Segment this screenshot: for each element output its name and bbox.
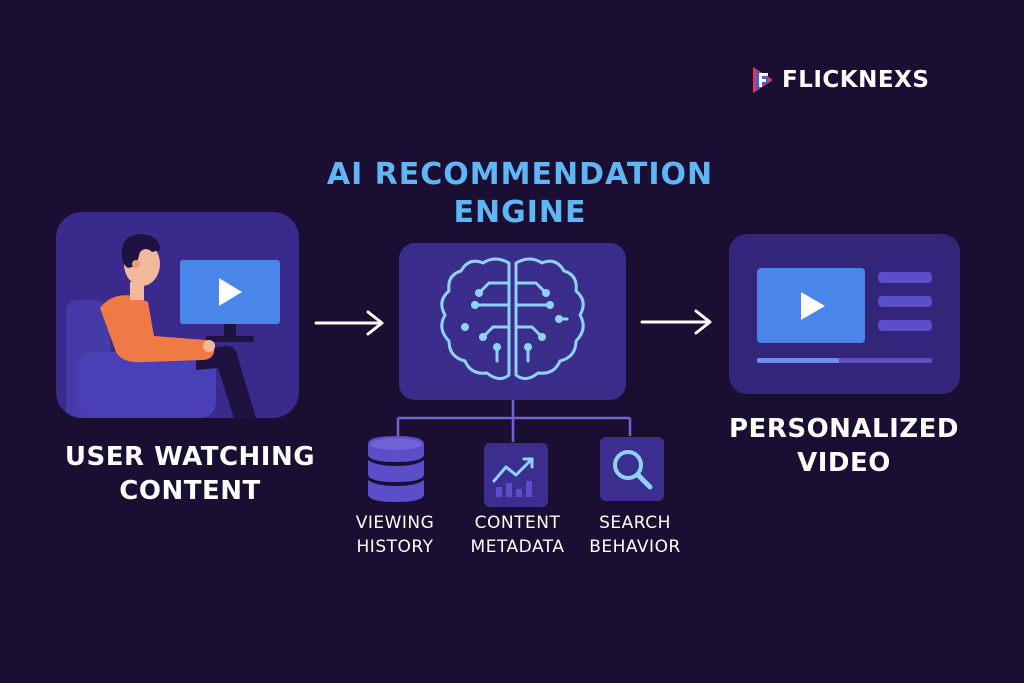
content-metadata-label: CONTENT METADATA [455,511,580,559]
search-behavior-label-line2: BEHAVIOR [589,537,681,557]
video-panel [729,234,960,394]
brand-play-icon [753,67,773,93]
brand-logo: FLICKNEXS [751,64,929,96]
user-label-line1: USER WATCHING [64,442,316,472]
metadata-icon-box [484,443,548,507]
user-label: USER WATCHING CONTENT [56,440,324,508]
viewing-history-label-line2: HISTORY [356,537,434,557]
engine-panel [399,243,626,400]
brand-name: FLICKNEXS [782,67,930,93]
content-metadata-label-line1: CONTENT [474,513,561,533]
viewing-history-label-line1: VIEWING [355,513,435,533]
connector-lines [396,400,632,442]
arrow-right-icon [314,310,384,336]
search-icon [613,450,653,490]
video-label: PERSONALIZED VIDEO [710,412,978,480]
search-behavior-label: SEARCH BEHAVIOR [580,511,690,559]
video-label-line1: PERSONALIZED [729,414,959,444]
video-player-icon [757,268,932,363]
user-label-line2: CONTENT [119,476,261,506]
trend-chart-icon [492,457,534,497]
engine-title-line2: ENGINE [453,195,587,230]
person-watching-screen-icon [66,234,280,418]
arrow-right-icon [640,309,712,335]
brain-circuit-icon [440,257,585,380]
content-metadata-label-line2: METADATA [470,537,565,557]
user-panel [56,212,299,418]
viewing-history-label: VIEWING HISTORY [340,511,450,559]
search-icon-box [600,437,664,501]
search-behavior-label-line1: SEARCH [599,513,671,533]
engine-title: AI RECOMMENDATION ENGINE [300,156,740,232]
database-icon [368,436,424,502]
video-label-line2: VIDEO [797,448,891,478]
engine-title-line1: AI RECOMMENDATION [326,157,714,192]
